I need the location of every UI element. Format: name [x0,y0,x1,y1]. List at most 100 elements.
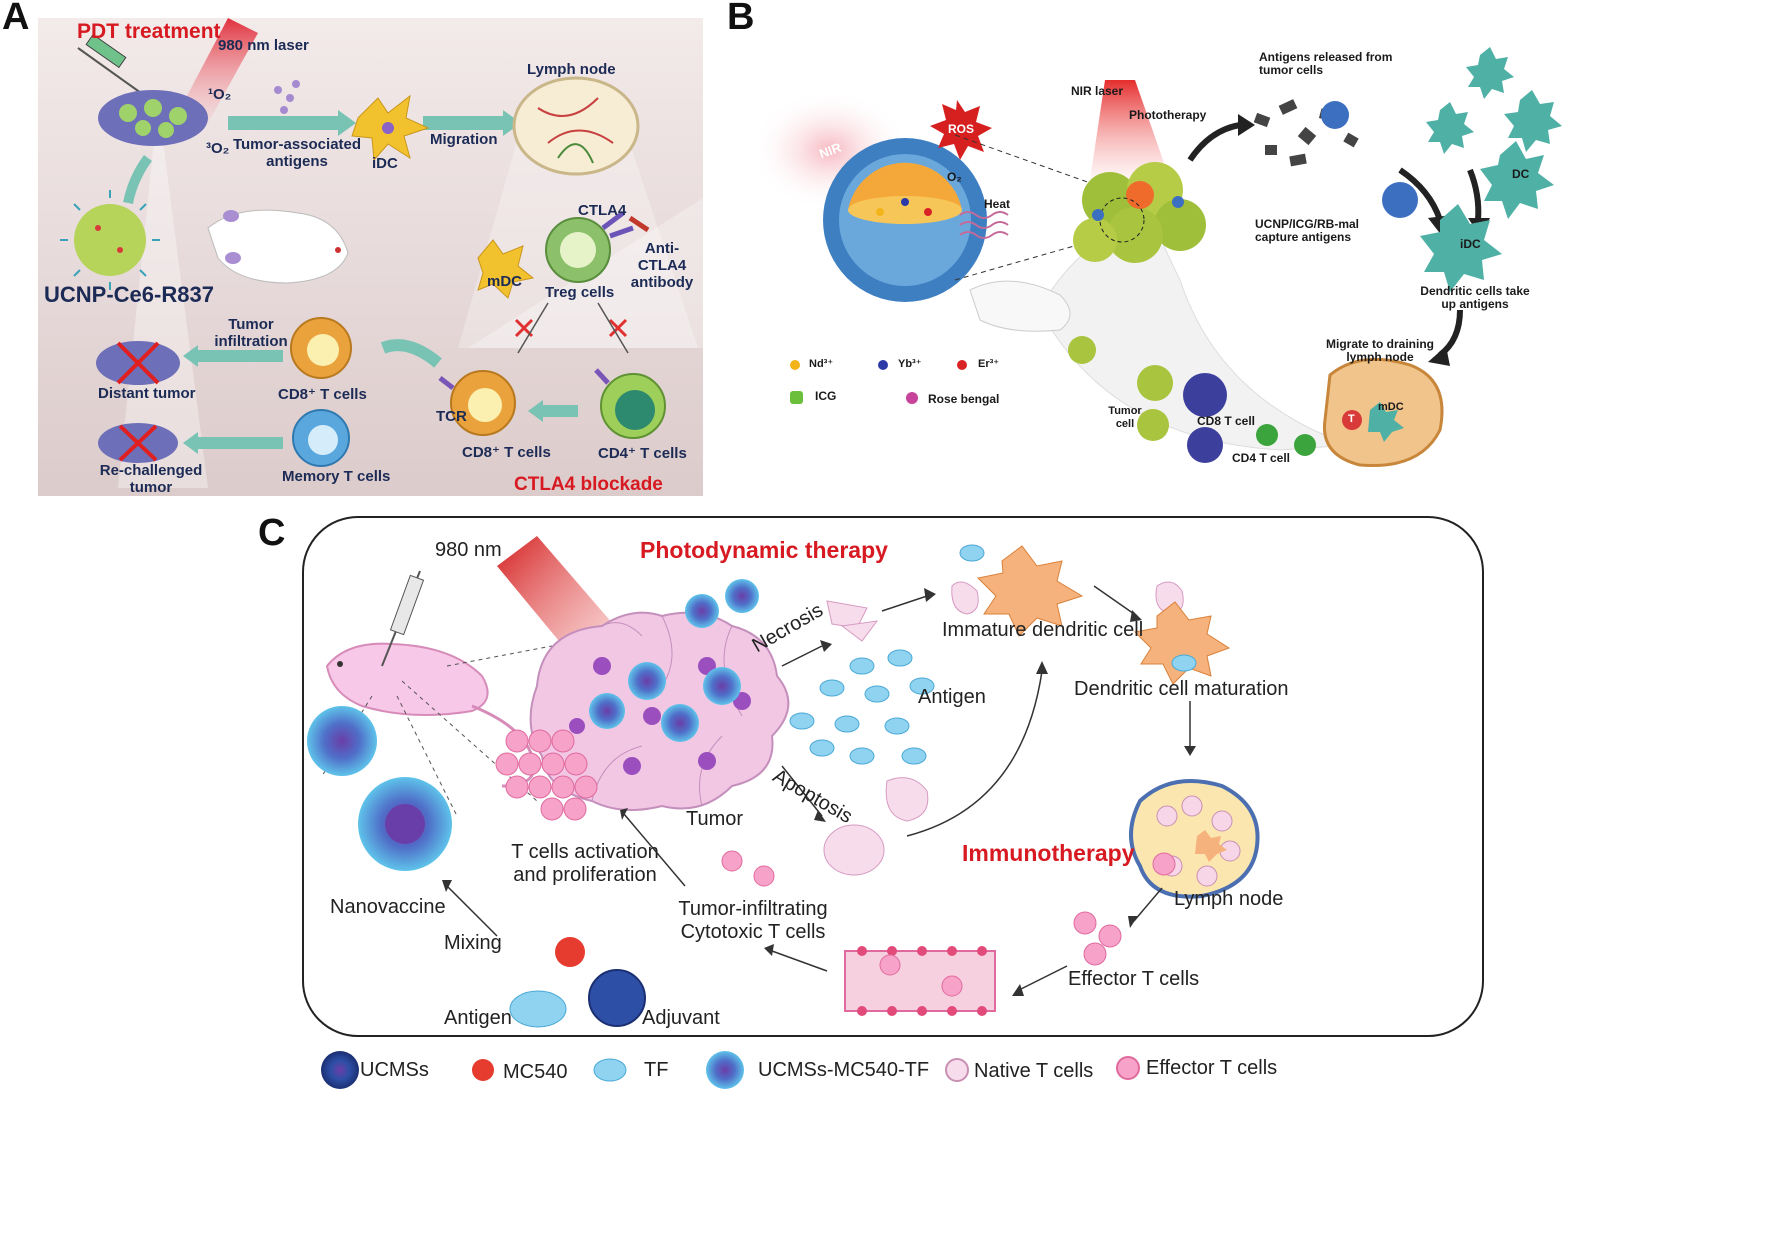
t-activation-label: T cells activation and proliferation [511,841,659,886]
capture-label: UCNP/ICG/RB-mal capture antigens [1255,217,1360,244]
legend-effector-t-label: Effector T cells [1146,1057,1278,1079]
nir-laser-beam [1090,80,1170,180]
rechallenged-tumor-icon [98,423,178,463]
necrosis-fragments-icon [826,581,1184,642]
t-label: T [1348,413,1355,425]
nd-icon [790,360,800,370]
nanoparticle-icon [823,138,987,302]
antigen-dots [274,80,300,114]
capture-np-icon [1321,101,1349,129]
icg-icon [790,391,803,404]
memory-t-label: Memory T cells [282,468,391,485]
legend-ucms-label: UCMSs [360,1059,429,1081]
yb-icon [878,360,888,370]
legend-native-t-label: Native T cells [974,1060,1094,1082]
antigen-component-icon [509,990,567,1028]
blood-vessel-icon [844,946,996,1016]
native-t-cell-icon [945,1058,969,1082]
cd8-label-b: CD8 T cell [1197,414,1256,428]
cd8-top-label: CD8⁺ T cells [278,386,367,403]
nir-laser-label: NIR laser [1071,84,1124,98]
nanovaccine-icon [307,706,452,871]
ctla4-label: CTLA4 [578,202,627,219]
effector-t-cell-icon [1116,1056,1140,1080]
idc-label-b: iDC [1460,237,1481,251]
effector-t-cells-icon [721,850,1176,966]
rose-bengal-icon [906,392,918,404]
immunotherapy-title: Immunotherapy [962,840,1135,866]
er-icon [957,360,967,370]
cd4-label: CD4⁺ T cells [598,445,687,462]
tumor-antigens-label: Tumor-associated antigens [232,136,362,170]
tcr-label: TCR [436,408,467,425]
lymph-node-label: Lymph node [527,61,616,78]
panel-c-frame [302,516,1484,1037]
laser-beam [178,18,258,123]
mature-dc-icon [1133,601,1231,685]
dc-maturation-label: Dendritic cell maturation [1074,678,1289,700]
flow-arrows [446,585,1191,992]
mc540-component-icon [555,937,585,967]
cd8-bottom-label: CD8⁺ T cells [462,444,551,461]
lymph-node-icon [512,76,640,176]
immature-dc-label: Immature dendritic cell [942,619,1144,641]
mouse-icon [969,280,1071,332]
antigens-released-label: Antigens released from tumor cells [1259,50,1393,77]
ucms-icon [321,1051,359,1089]
yb-legend-label: Yb³⁺ [898,358,922,370]
nanovaccine-label: Nanovaccine [330,896,446,918]
ucms-particles-icon [589,579,759,742]
treg-cell-icon [545,211,650,283]
cd4-t-cell-icon [594,368,666,439]
ros-label: ROS [948,122,975,136]
tumor-infiltration-label: Tumor infiltration [214,316,288,350]
ucnp-nanoparticle-icon [60,190,160,290]
tumor-icon [98,90,208,146]
mdc-label: mDC [487,273,523,290]
panel-c-letter: C [258,512,286,554]
panel-a-letter: A [2,0,30,38]
heat-waves-icon [959,211,1009,239]
nd-legend-label: Nd³⁺ [809,358,834,370]
mixing-label: Mixing [444,932,502,954]
legend-mc540-label: MC540 [503,1061,568,1083]
migrate-label: Migrate to draining lymph node [1326,337,1434,364]
dc-take-up-label: Dendritic cells take up antigens [1420,284,1530,311]
tf-icon [593,1058,627,1082]
cd8-t-cell-bottom-icon [438,370,516,436]
syringe-icon [381,570,425,667]
legend-tf-label: TF [644,1059,669,1081]
distant-tumor-label: Distant tumor [98,385,196,402]
triplet-oxygen-label: ³O₂ [206,140,230,157]
pdt-treatment-label: PDT treatment [77,20,221,43]
distant-tumor-icon [96,341,180,385]
mouse-icon [207,209,349,284]
adjuvant-component-icon [588,969,646,1027]
rechallenged-label: Re-challenged tumor [99,462,203,496]
immature-dc-icon [976,545,1084,637]
cd8-t-cell-top-icon [290,317,352,379]
dc-label: DC [1512,167,1530,181]
singlet-oxygen-label: ¹O₂ [208,86,232,103]
antigen-blobs-icon [789,544,1197,765]
laser-label: 980 nm laser [218,37,309,54]
tumor-label: Tumor [686,808,744,830]
apoptosis-cells-icon [823,777,929,876]
cd4-label-b: CD4 T cell [1232,451,1291,465]
legend-ucms-mc540-tf-label: UCMSs-MC540-TF [758,1059,930,1081]
rose-bengal-legend-label: Rose bengal [928,392,1000,406]
antigen-bottom-label: Antigen [444,1007,512,1029]
tumor-cluster-icon [1073,162,1206,263]
panel-b-illustration [760,47,1562,468]
lymph-node-icon [1129,779,1260,899]
lymph-node-label-c: Lymph node [1174,888,1284,910]
syringe-icon [77,33,149,99]
ros-burst-icon [930,100,992,160]
er-legend-label: Er³⁺ [978,358,1000,370]
memory-t-cell-icon [292,409,350,467]
effector-label-c: Effector T cells [1068,968,1200,990]
ucms-mc540-tf-icon [706,1051,744,1089]
icg-legend-label: ICG [815,389,837,403]
panel-a-illustration [38,18,703,496]
panel-c-illustration [307,536,1260,1028]
